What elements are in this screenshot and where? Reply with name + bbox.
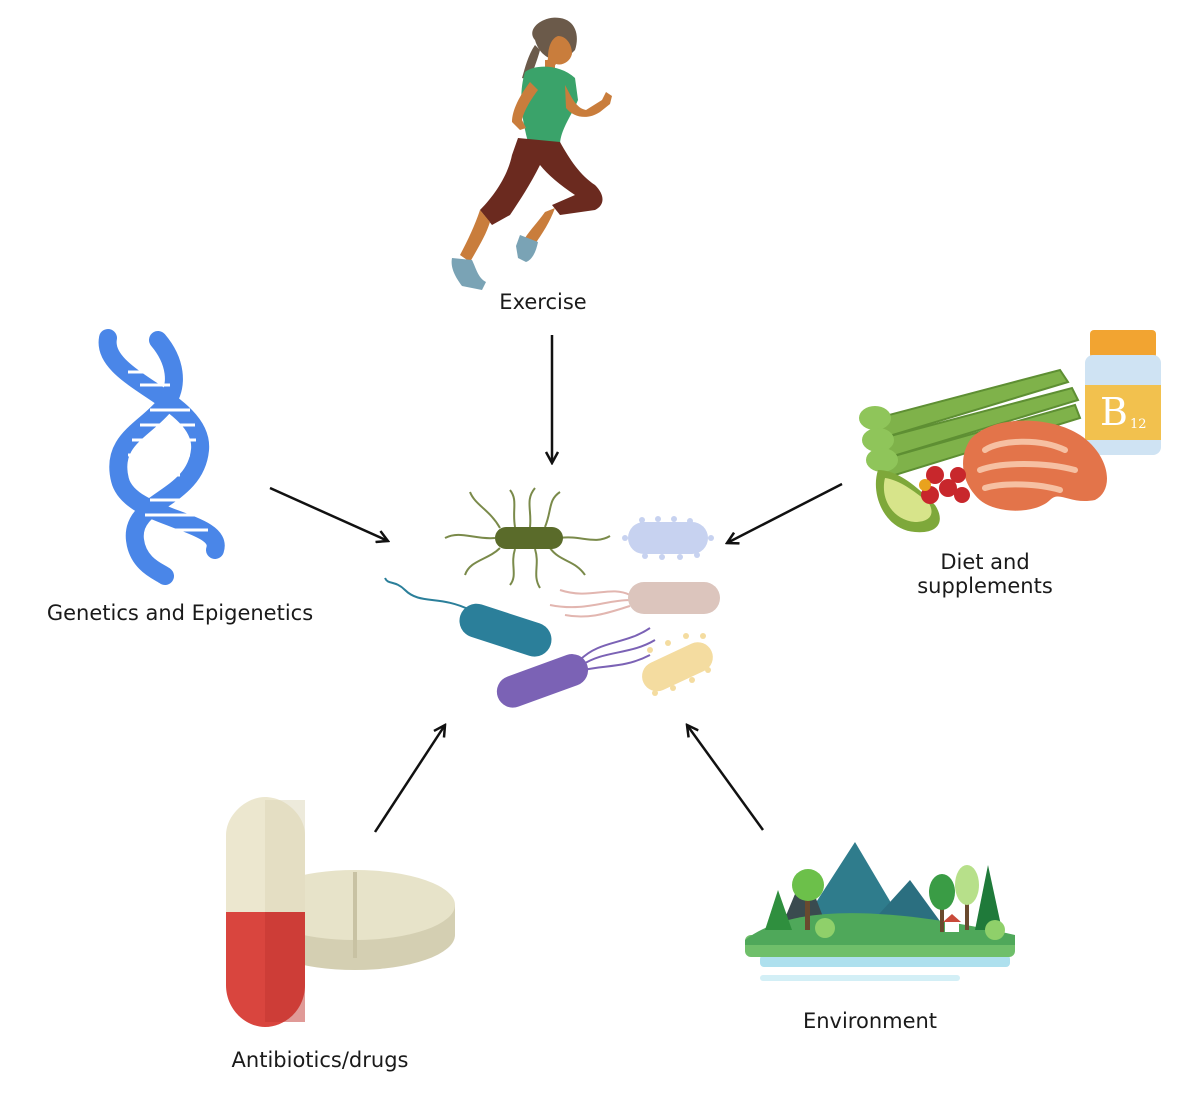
- environment-label: Environment: [803, 1009, 937, 1033]
- arrows: [269, 335, 843, 833]
- exercise-label: Exercise: [499, 290, 586, 314]
- food-and-vitamin-icon: B 12: [859, 330, 1161, 533]
- arrow-environment: [687, 725, 765, 831]
- vitamin-subscript: 12: [1130, 417, 1147, 432]
- diet-label-line2: supplements: [917, 574, 1053, 598]
- genetics-label: Genetics and Epigenetics: [47, 601, 313, 625]
- diet-label-line1: Diet and: [940, 550, 1029, 574]
- runner-icon: [451, 17, 612, 290]
- bacterium-lightblue: [622, 516, 714, 560]
- bacterium-yellow: [642, 633, 713, 696]
- landscape-icon: [745, 842, 1015, 981]
- arrow-diet: [727, 482, 843, 543]
- microbiome-bacteria-icon: [384, 487, 720, 708]
- arrow-antibiotics: [373, 725, 445, 833]
- bacterium-beige: [549, 582, 720, 618]
- pill-icon: [226, 797, 455, 1027]
- arrow-genetics: [269, 486, 388, 541]
- bacterium-purple: [496, 627, 656, 708]
- antibiotics-label: Antibiotics/drugs: [232, 1048, 409, 1072]
- vitamin-letter: B: [1100, 390, 1128, 434]
- bacterium-green: [444, 487, 611, 589]
- bacterium-teal: [384, 577, 552, 657]
- tree-icon: [792, 869, 824, 930]
- dna-icon: [98, 329, 225, 585]
